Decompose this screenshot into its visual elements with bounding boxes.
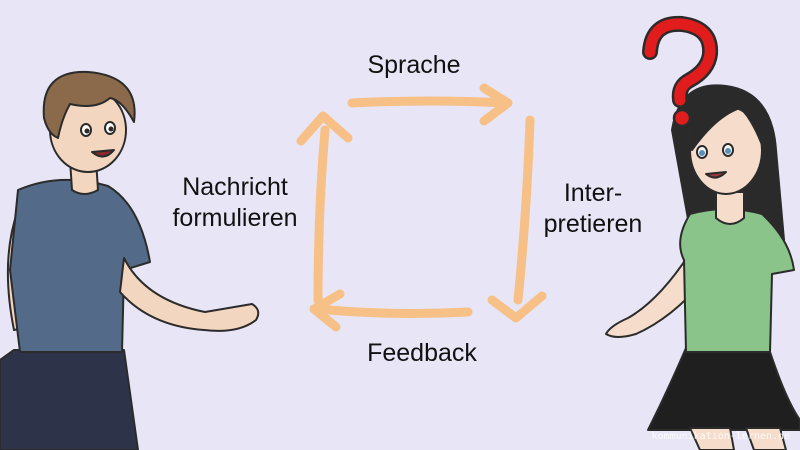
label-interpretieren: Inter- pretieren <box>538 178 648 240</box>
woman-mouth <box>705 171 727 179</box>
arrow-left <box>313 125 330 305</box>
arrow-right <box>513 115 535 305</box>
cycle-arrows <box>296 83 547 332</box>
label-right-line-2: pretieren <box>543 210 643 238</box>
label-left-line-2: formulieren <box>172 204 298 232</box>
label-sprache: Sprache <box>367 51 461 79</box>
arrowhead-top <box>479 83 513 126</box>
label-left-line-1: Nachricht <box>182 173 288 201</box>
woman-skirt <box>647 343 800 431</box>
arrowhead-left <box>296 111 353 146</box>
label-right-line-1: Inter- <box>563 179 623 207</box>
woman-shirt <box>679 208 795 353</box>
woman-left-arm <box>605 249 705 338</box>
woman-neck <box>715 191 745 225</box>
arrowhead-right <box>487 291 547 323</box>
woman-legs <box>689 427 735 450</box>
woman-figure <box>605 84 800 450</box>
label-nachricht-formulieren: Nachricht formulieren <box>160 172 310 234</box>
woman-hair-front <box>687 93 766 151</box>
arrow-top <box>347 96 510 108</box>
man-figure <box>0 70 260 450</box>
man-hair <box>42 70 136 139</box>
arrowhead-bottom <box>309 289 345 332</box>
question-mark-icon <box>642 15 719 128</box>
man-jeans <box>0 349 139 450</box>
watermark: kommunikation-lernen.de <box>651 431 790 442</box>
man-mouth <box>91 149 115 158</box>
man-right-arm <box>119 257 260 332</box>
arrow-bottom <box>313 304 473 318</box>
label-feedback: Feedback <box>367 339 477 367</box>
man-shirt <box>9 178 151 353</box>
